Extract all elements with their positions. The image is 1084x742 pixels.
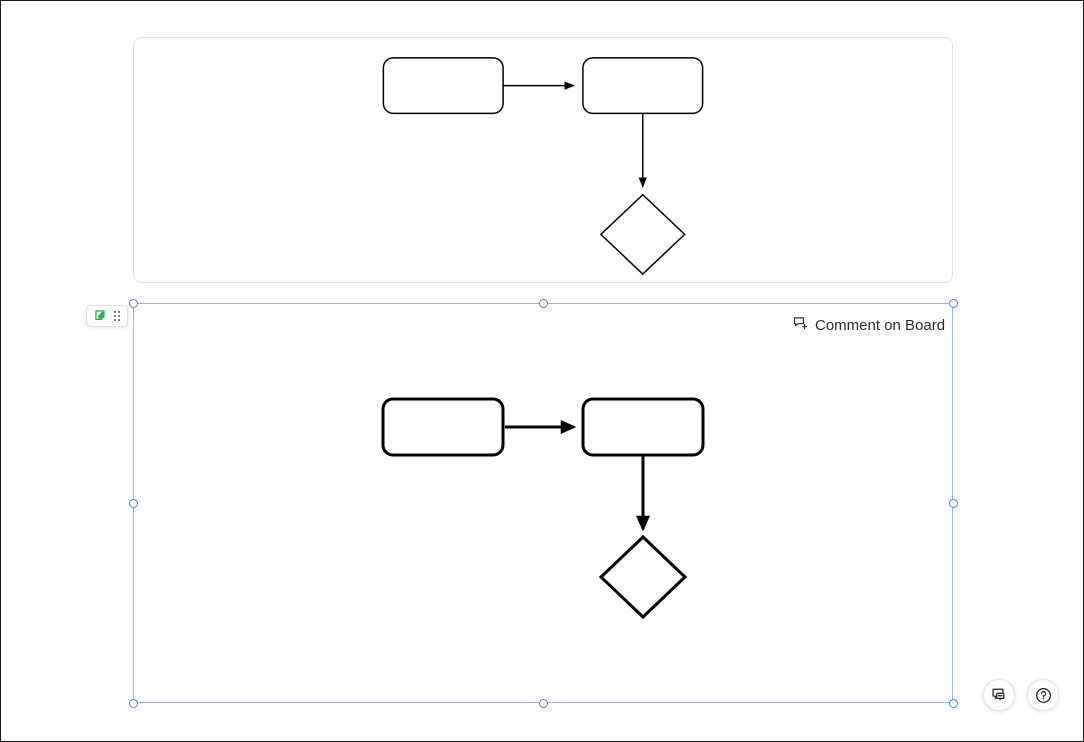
drag-handle-dots-icon[interactable] <box>114 311 120 321</box>
comment-button[interactable] <box>983 679 1015 711</box>
comment-add-icon <box>793 316 808 335</box>
node-box-2[interactable] <box>582 57 704 115</box>
board-frame-top[interactable] <box>133 37 953 283</box>
node-box-1[interactable] <box>382 57 504 115</box>
comment-on-board-label: Comment on Board <box>815 317 946 334</box>
flowchart-diagram-top <box>382 57 704 276</box>
floating-button-group <box>983 679 1059 711</box>
comment-on-board-button[interactable]: Comment on Board <box>793 316 945 335</box>
node-box-1[interactable] <box>381 397 505 457</box>
question-circle-icon <box>1035 687 1051 703</box>
node-decision-diamond[interactable] <box>598 534 688 620</box>
help-button[interactable] <box>1027 679 1059 711</box>
flowchart-diagram-bottom <box>381 397 705 620</box>
node-box-2[interactable] <box>581 397 705 457</box>
frame-badge-toolbar[interactable] <box>86 305 128 327</box>
comment-bubble-icon <box>991 688 1004 700</box>
board-frame-bottom[interactable] <box>133 303 953 703</box>
node-decision-diamond[interactable] <box>599 193 686 276</box>
sticky-note-edit-icon[interactable] <box>94 309 108 323</box>
